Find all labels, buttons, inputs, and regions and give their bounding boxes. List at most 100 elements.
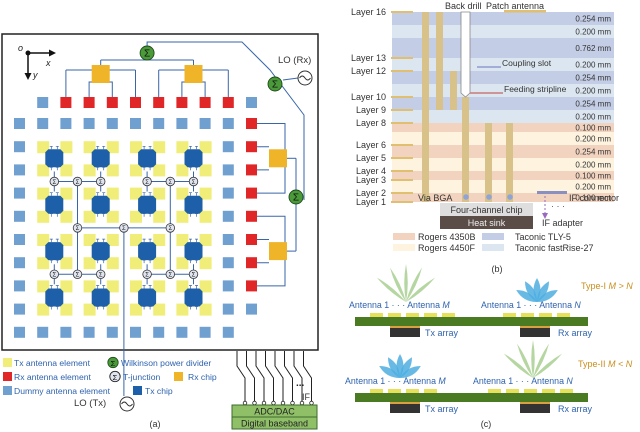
layer-copper [391,201,413,203]
tx-antenna-element [60,164,73,177]
layer-thickness-label: 0.200 mm [575,113,611,122]
dummy-antenna-element [222,303,234,315]
tx-antenna-element [83,303,96,316]
if-port [242,400,248,406]
wilkinson-divider-icon [267,76,283,92]
tx-antenna-element [176,187,189,200]
t-junction-symbol: Σ [99,180,103,186]
dummy-antenna-element [222,164,234,176]
wilkinson-symbol: Σ [144,49,150,60]
beam-lobe [389,267,406,302]
dummy-antenna-element [14,234,25,245]
beam-lobe [516,343,533,378]
chip-feed-stub [142,306,146,310]
patch-antenna-label: Patch antenna [486,1,544,11]
beam-lobe [387,357,401,378]
layer-copper [391,96,413,98]
antenna-pad [488,389,501,393]
stack-layer-taconic-fastrise27 [392,110,614,123]
t-junction-icon [142,269,152,280]
chip-feed-stub [148,306,152,310]
wilkinson-divider-icon [288,189,304,205]
rx-antenna-element [83,97,95,108]
chip-feed-stub [195,145,198,150]
antenna-grid [14,97,257,338]
dummy-antenna-element [176,326,188,338]
if-line [255,351,265,403]
chip-feed-stub [148,238,152,243]
chip-feed-stub [189,166,192,171]
chip-feed-stub [49,259,53,264]
tx-antenna-element [130,210,142,223]
rx-antenna-element [246,118,257,129]
dummy-antenna-element [60,326,72,338]
chip-feed-stub [49,238,53,243]
if-port [252,400,257,406]
tx-chip [184,195,203,214]
antenna-pad [424,389,437,393]
if-dots: ... [296,378,305,389]
panel-b-caption: (b) [492,264,503,274]
layer-copper [391,179,413,181]
chip-feed-stub [96,192,100,196]
tx-antenna-element [83,234,96,246]
feed-line [282,77,299,81]
legend-swatch-taconic-tly5 [482,233,504,240]
chip-feed-stub [102,192,106,196]
tx-antenna-element [83,280,96,293]
t-junction-icon [95,269,106,280]
dummy-antenna-element [130,326,141,338]
layer-thickness-label: 0.254 mm [575,15,611,24]
layer-copper [391,11,413,13]
chip-feed-stub [55,192,59,196]
dummy-antenna-element [106,118,118,129]
if-line [236,351,246,403]
via [462,97,469,202]
rx-antenna-element [222,97,234,108]
back-drill [460,11,471,98]
dummy-antenna-element [14,257,25,269]
rx-antenna-element [60,97,72,108]
bga-row [390,326,420,328]
tx-antenna-element [106,234,119,246]
rx-antenna-element [246,210,257,222]
y-axis-arrowhead [24,73,32,80]
dummy-antenna-element [14,303,25,315]
antenna-pad [503,313,516,317]
antenna-pad [560,389,573,393]
beam-lobe [533,343,550,378]
rx-antenna-element [130,97,141,108]
antenna-count-var: M [438,376,446,386]
beam-lobe [503,353,533,378]
tx-antenna-element [130,164,142,177]
beam-lobe [524,281,538,302]
if-port [261,400,267,406]
if-connector [537,191,567,194]
antenna-count-var: N [574,300,581,310]
if-adapter-label: IF adapter [542,218,583,228]
t-junction-icon [188,176,199,187]
legend-label-taconic-tly5: Taconic TLY-5 [515,232,571,242]
tx-antenna-element [130,280,142,293]
chip-feed-stub [102,238,106,243]
tx-chip [138,195,157,214]
chip-feed-stub [189,145,192,150]
antenna-pad [406,313,419,317]
dummy-antenna-element [222,187,234,199]
bga-ball [486,194,492,200]
chip-feed-stub [195,259,198,264]
bga-row [520,326,550,328]
chip-feed-stub [55,145,59,150]
tx-antenna-element [176,210,189,223]
t-junction-icon [72,223,83,233]
rx-antenna-element [199,97,211,108]
if-port [271,400,276,406]
if-line [265,351,274,403]
lo-rx-label: LO (Rx) [278,55,311,66]
legend-swatch-rogers-4350b [393,233,415,240]
lo-tx-label: LO (Tx) [74,398,106,409]
stack-layer-rogers-4350b [392,193,614,202]
